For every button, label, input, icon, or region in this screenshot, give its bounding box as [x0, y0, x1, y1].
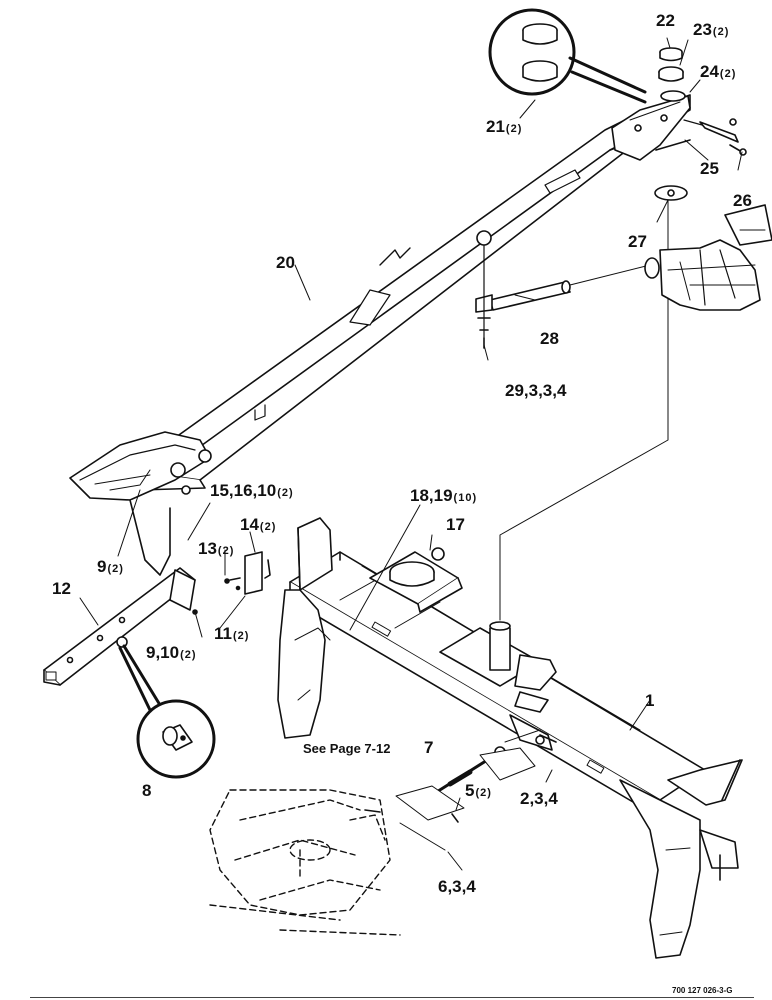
callout-5-number: 5 — [465, 781, 475, 800]
callout-20: 20 — [276, 254, 295, 271]
callout-14-qty: (2) — [259, 521, 277, 533]
callout-14: 14(2) — [240, 516, 276, 533]
bottom-rule — [30, 997, 754, 998]
callout-21-number: 21 — [486, 117, 505, 136]
tongue-20 — [69, 94, 691, 576]
bushings-21-inset — [488, 8, 647, 104]
callout-22-number: 22 — [656, 11, 675, 30]
callout-8: 8 — [142, 782, 151, 799]
callout-17: 17 — [446, 516, 465, 533]
callout-9-qty: (2) — [107, 563, 124, 575]
callout-24: 24(2) — [700, 63, 736, 80]
callout-25-number: 25 — [700, 159, 719, 178]
bushing-8-inset — [118, 644, 216, 779]
callout-2-3-4: 2,3,4 — [520, 790, 558, 807]
callout-28-number: 28 — [540, 329, 559, 348]
callout-27-number: 27 — [628, 232, 647, 251]
callout-29-3-3-4: 29,3,3,4 — [505, 382, 566, 399]
callout-11-qty: (2) — [232, 630, 250, 642]
callout-23: 23(2) — [693, 21, 729, 38]
see-page-note: See Page 7-12 — [303, 741, 391, 756]
callout-13-qty: (2) — [217, 545, 235, 557]
callout-7: 7 — [424, 739, 433, 756]
callout-6-3-4: 6,3,4 — [438, 878, 476, 895]
callout-17-number: 17 — [446, 515, 465, 534]
callout-9-10: 9,10(2) — [146, 644, 197, 661]
callout-12: 12 — [52, 580, 71, 597]
callout-5-qty: (2) — [475, 787, 492, 799]
callout-14-number: 14 — [240, 515, 259, 534]
callout-18-19-number: 18,19 — [410, 486, 453, 505]
callout-28: 28 — [540, 330, 559, 347]
callout-27: 27 — [628, 233, 647, 250]
callout-21-qty: (2) — [505, 123, 523, 135]
jack-plate-17 — [369, 547, 463, 613]
callout-23-qty: (2) — [712, 26, 730, 38]
leader-lines — [79, 37, 743, 871]
callout-15-16-10-qty: (2) — [277, 487, 294, 499]
callout-18-19: 18,19(10) — [410, 487, 477, 504]
callout-1-number: 1 — [645, 691, 655, 710]
callout-25: 25 — [700, 160, 719, 177]
pivot-stack-22-27 — [499, 47, 747, 621]
callout-23-number: 23 — [693, 20, 712, 39]
callout-26-number: 26 — [733, 191, 752, 210]
callout-24-number: 24 — [700, 62, 719, 81]
callout-29-3-3-4-number: 29,3,3,4 — [505, 381, 567, 400]
callout-11: 11(2) — [214, 625, 249, 642]
callout-21: 21(2) — [486, 118, 522, 135]
callout-7-number: 7 — [424, 738, 434, 757]
callout-9: 9(2) — [97, 558, 124, 575]
main-axle-frame — [277, 517, 743, 959]
callout-11-number: 11 — [214, 624, 232, 643]
callout-15-16-10: 15,16,10(2) — [210, 482, 294, 499]
callout-5: 5(2) — [465, 782, 492, 799]
callout-18-19-qty: (10) — [453, 492, 478, 504]
callout-12-number: 12 — [52, 579, 71, 598]
callout-9-10-number: 9,10 — [146, 643, 180, 662]
callout-15-16-10-number: 15,16,10 — [210, 481, 277, 500]
callout-6-3-4-number: 6,3,4 — [438, 877, 476, 896]
small-brackets-11-14 — [192, 551, 271, 615]
callout-9-10-qty: (2) — [180, 649, 197, 661]
callout-1: 1 — [645, 692, 654, 709]
callout-9-number: 9 — [97, 557, 107, 576]
callout-24-qty: (2) — [719, 68, 737, 80]
callout-13-number: 13 — [198, 539, 217, 558]
callout-26: 26 — [733, 192, 752, 209]
callout-22: 22 — [656, 12, 675, 29]
linkage-7-and-header — [209, 729, 541, 936]
callout-20-number: 20 — [276, 253, 295, 272]
jack-stand-12 — [43, 567, 196, 686]
callout-2-3-4-number: 2,3,4 — [520, 789, 558, 808]
callout-8-number: 8 — [142, 781, 152, 800]
figure-id: 700 127 026-3-G — [672, 986, 733, 995]
tube-28-and-pto — [475, 204, 772, 349]
callout-13: 13(2) — [198, 540, 234, 557]
